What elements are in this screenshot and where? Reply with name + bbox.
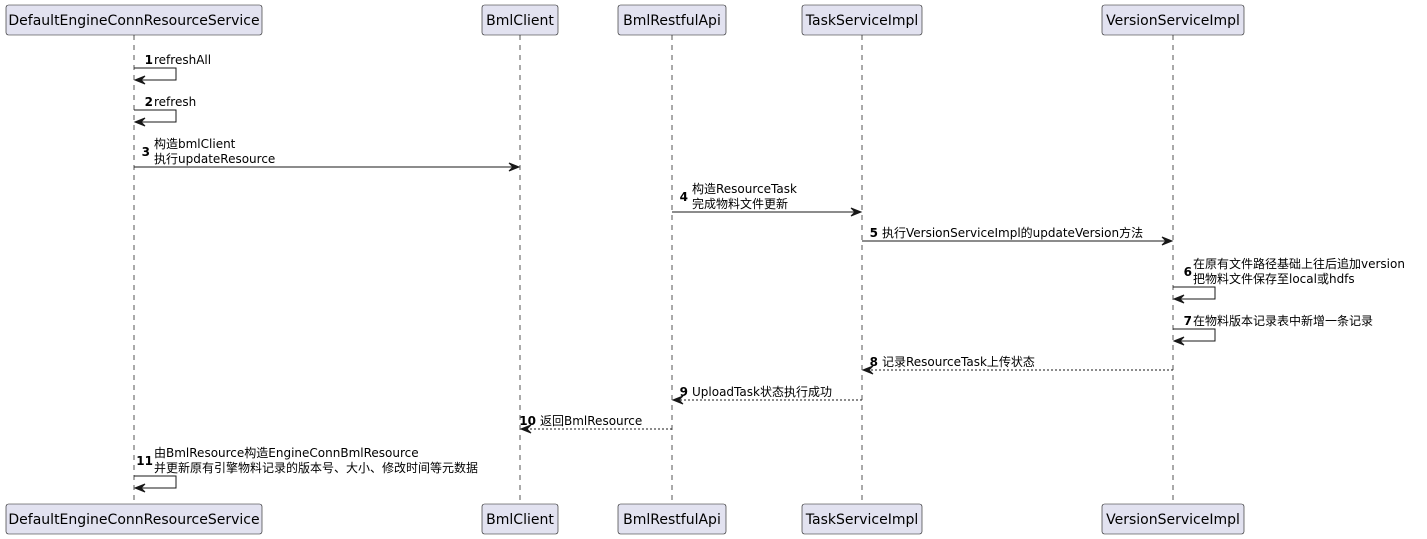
participant-box [1101, 503, 1245, 535]
message-11: 11由BmlResource构造EngineConnBmlResource并更新… [133, 445, 478, 493]
participant-label: BmlClient [486, 512, 554, 528]
message-arrow [134, 67, 177, 81]
message-text: 执行VersionServiceImpl的updateVersion方法 [882, 225, 1143, 240]
participants: DefaultEngineConnResourceServiceDefaultE… [5, 4, 1245, 535]
arrowhead [519, 424, 532, 434]
message-number: 10 [519, 414, 536, 428]
message-number: 3 [142, 145, 150, 159]
message-10: 10 返回BmlResource [519, 414, 672, 434]
participant-label: VersionServiceImpl [1106, 13, 1240, 29]
participant-label: BmlRestfulApi [623, 13, 721, 29]
arrowhead [850, 207, 863, 217]
message-number: 4 [680, 190, 688, 204]
message-number: 11 [136, 454, 153, 468]
message-9: 9 UploadTask状态执行成功 [671, 385, 862, 405]
message-text: refreshAll [154, 53, 211, 67]
participant-bottom-p3: TaskServiceImpl [801, 503, 923, 535]
participant-box [5, 503, 263, 535]
participant-box [481, 503, 559, 535]
message-number: 9 [680, 385, 688, 399]
lifelines [133, 35, 1174, 504]
message-text: 并更新原有引擎物料记录的版本号、大小、修改时间等元数据 [154, 460, 478, 475]
message-text: 由BmlResource构造EngineConnBmlResource [154, 445, 419, 460]
arrowhead [133, 483, 146, 493]
arrowhead [1172, 294, 1185, 304]
participant-bottom-p4: VersionServiceImpl [1101, 503, 1245, 535]
participant-label: DefaultEngineConnResourceService [8, 512, 259, 528]
message-number: 1 [145, 53, 153, 67]
message-number: 7 [1184, 314, 1192, 328]
participant-bottom-p1: BmlClient [481, 503, 559, 535]
message-arrow [134, 475, 177, 489]
message-number: 2 [145, 95, 153, 109]
message-text: 在原有文件路径基础上往后追加version [1193, 256, 1405, 271]
message-number: 8 [870, 355, 878, 369]
participant-bottom-p0: DefaultEngineConnResourceService [5, 503, 263, 535]
participant-box [617, 4, 727, 36]
participant-top-p2: BmlRestfulApi [617, 4, 727, 36]
participant-box [5, 4, 263, 36]
message-8: 8 记录ResourceTask上传状态 [861, 354, 1173, 375]
message-text: 记录ResourceTask上传状态 [882, 354, 1035, 369]
message-number: 5 [870, 226, 878, 240]
participant-top-p4: VersionServiceImpl [1101, 4, 1245, 36]
participant-box [1101, 4, 1245, 36]
participant-top-p0: DefaultEngineConnResourceService [5, 4, 263, 36]
arrowhead [508, 162, 521, 172]
message-5: 5 执行VersionServiceImpl的updateVersion方法 [862, 225, 1174, 246]
participant-box [481, 4, 559, 36]
participant-label: TaskServiceImpl [805, 512, 919, 528]
message-arrow [1173, 286, 1216, 300]
participant-box [617, 503, 727, 535]
participant-bottom-p2: BmlRestfulApi [617, 503, 727, 535]
participant-label: DefaultEngineConnResourceService [8, 13, 259, 29]
message-text: 在物料版本记录表中新增一条记录 [1193, 313, 1373, 328]
message-text: 返回BmlResource [540, 414, 642, 428]
participant-box [801, 503, 923, 535]
participant-top-p3: TaskServiceImpl [801, 4, 923, 36]
arrowhead [671, 395, 684, 405]
participant-box [801, 4, 923, 36]
arrowhead [1161, 236, 1174, 246]
message-number: 6 [1184, 265, 1192, 279]
arrowhead [861, 365, 874, 375]
message-text: 把物料文件保存至local或hdfs [1193, 271, 1355, 286]
message-text: 执行updateResource [154, 152, 275, 166]
arrowhead [133, 117, 146, 127]
message-text: UploadTask状态执行成功 [692, 385, 832, 399]
message-text: 完成物料文件更新 [692, 196, 788, 211]
participant-label: BmlRestfulApi [623, 512, 721, 528]
message-text: 构造bmlClient [154, 136, 236, 151]
participant-label: VersionServiceImpl [1106, 512, 1240, 528]
message-arrow [1173, 328, 1216, 342]
message-text: 构造ResourceTask [692, 181, 797, 196]
participant-top-p1: BmlClient [481, 4, 559, 36]
arrowhead [1172, 336, 1185, 346]
participant-label: TaskServiceImpl [805, 13, 919, 29]
message-arrow [134, 109, 177, 123]
arrowhead [133, 75, 146, 85]
message-text: refresh [154, 95, 196, 109]
participant-label: BmlClient [486, 13, 554, 29]
